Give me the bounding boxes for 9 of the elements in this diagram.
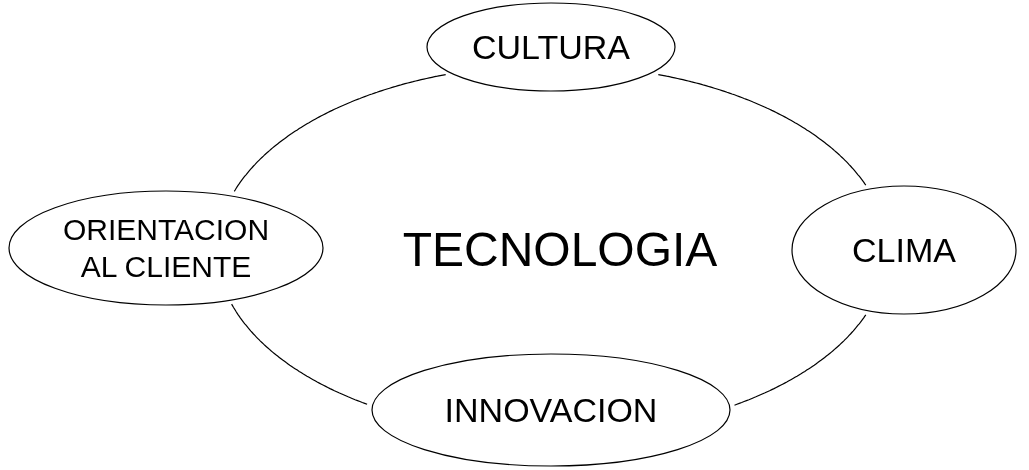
ellipse-node: [371, 353, 731, 467]
ellipse-node: [426, 2, 676, 92]
ellipse-node: [791, 185, 1017, 315]
node-label: CULTURA: [470, 26, 631, 68]
node-label: ORIENTACION AL CLIENTE: [61, 211, 271, 285]
node-label: TECNOLOGIA: [401, 222, 719, 278]
ellipse-node: [8, 190, 324, 306]
node-label: CLIMA: [851, 229, 957, 271]
node-label: INNOVACION: [443, 389, 659, 431]
